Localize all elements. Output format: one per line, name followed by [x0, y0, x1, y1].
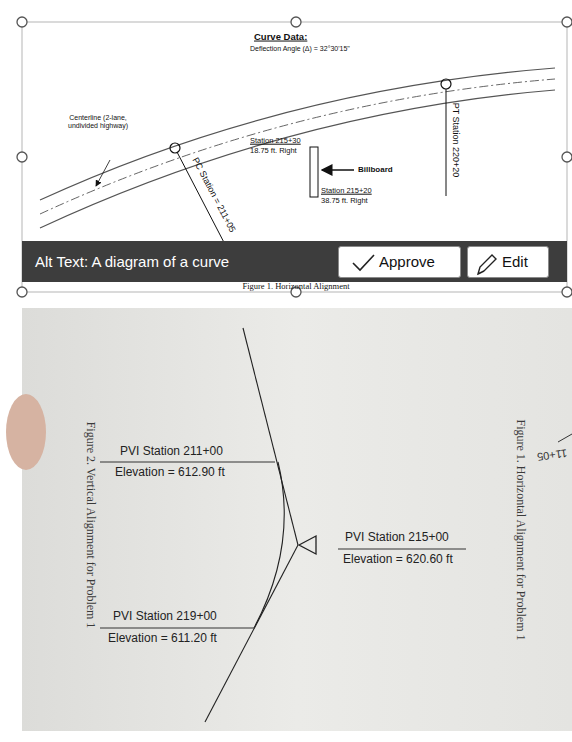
pvi-elevation: Elevation = 612.90 ft — [115, 466, 225, 480]
pvi-station: PVI Station 211+00 — [120, 445, 223, 459]
leader-arrow — [96, 160, 110, 186]
action-button: Approve — [338, 246, 461, 278]
pvi-station: PVI Station 219+00 — [113, 610, 217, 624]
leader-line — [100, 628, 255, 629]
button-label: Edit — [502, 253, 528, 270]
figure-heading: Curve Data: — [254, 32, 307, 43]
pt-line — [446, 89, 447, 196]
pvi-elevation: Elevation = 611.20 ft — [108, 632, 217, 646]
station-label: Station 215+30 — [250, 137, 301, 146]
curve-data: Deflection Angle (Δ) = 32°30'15" — [250, 45, 350, 53]
figure-caption: Figure 2. Vertical Alignment for Problem… — [83, 422, 97, 629]
road-edge — [40, 90, 555, 228]
pt-point — [441, 79, 451, 89]
thumb — [6, 394, 46, 470]
offset-label: 18.75 ft. Right — [250, 147, 297, 156]
centerline — [40, 79, 555, 214]
alt-text: Alt Text: A diagram of a curve — [35, 253, 229, 270]
button-label: Approve — [379, 253, 435, 270]
leader-line — [100, 462, 275, 463]
pc-point — [170, 143, 180, 153]
pvi-station: PVI Station 215+00 — [345, 531, 449, 545]
grade-tangent — [205, 545, 298, 722]
selection-handles — [17, 17, 572, 297]
pvi-triangle — [299, 536, 316, 554]
grade-tangent — [243, 328, 298, 545]
alt-text-bar — [22, 241, 567, 282]
vertical-curve — [254, 462, 284, 628]
figure-caption: Figure 1. Horizontal Alignment — [242, 282, 349, 292]
figure-frame — [22, 22, 567, 292]
pvi-elevation: Elevation = 620.60 ft — [343, 553, 453, 567]
billboard-arrow — [322, 169, 354, 171]
leader-line — [338, 549, 466, 550]
action-button: Edit — [467, 246, 549, 278]
fragment-line — [558, 434, 572, 442]
billboard-label: Billboard — [358, 165, 393, 174]
pt-label: PT Station 220+20 — [451, 103, 461, 178]
billboard — [310, 147, 318, 197]
centerline-label: Centerline (2-lane, undivided highway) — [62, 114, 134, 130]
paper-photo — [22, 308, 572, 731]
figure-caption: Figure 1. Horizontal Alignment for Probl… — [513, 420, 527, 641]
offset-label: 38.75 ft. Right — [321, 197, 368, 206]
station-label: Station 215+20 — [321, 187, 372, 196]
